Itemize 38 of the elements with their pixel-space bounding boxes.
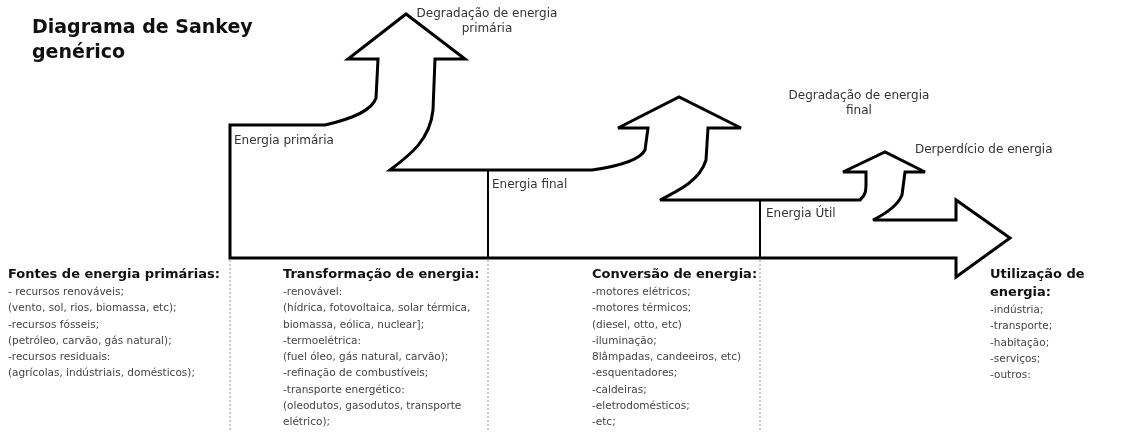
- column-heading: Utilização de energia:: [990, 265, 1086, 301]
- list-item: -recursos fósseis;: [8, 316, 101, 332]
- list-item: -transporte energético:: [283, 381, 406, 397]
- list-item: (agrícolas, indústriais, domésticos);: [8, 365, 196, 381]
- list-item: -esquentadores;: [592, 365, 679, 381]
- list-item: -habitação;: [990, 334, 1051, 350]
- list-item: (vento, sol, rios, biomassa, etc);: [8, 300, 178, 316]
- flow-label: Degradação de energia primária: [415, 6, 559, 36]
- list-item: -recursos residuais:: [8, 349, 112, 365]
- list-item: -transporte;: [990, 318, 1054, 334]
- list-item: (hídrica, fotovoltaica, solar térmica, biomassa, eólica, nuclear];: [283, 300, 472, 332]
- flow-label: Energia primária: [234, 133, 335, 148]
- list-item: -motores elétricos;: [592, 284, 692, 299]
- list-item: -iluminação;: [592, 332, 658, 348]
- list-item: -etc;: [592, 414, 617, 430]
- flow-label: Degradação de energia final: [787, 88, 931, 118]
- list-item: (diesel, otto, etc): [592, 316, 683, 332]
- list-item: -termoelétrica:: [283, 332, 363, 348]
- title: Diagrama de Sankey genérico: [32, 14, 254, 64]
- list-item: -refinação de combustíveis;: [283, 365, 430, 381]
- list-item: (petróleo, carvão, gás natural);: [8, 332, 173, 348]
- list-item: -indústria;: [990, 302, 1045, 317]
- list-item: -serviços;: [990, 350, 1042, 366]
- flow-label: Derperdício de energia: [915, 142, 1054, 157]
- list-item: (fuel óleo, gás natural, carvão);: [283, 349, 450, 365]
- column-heading: Conversão de energia:: [592, 265, 759, 283]
- list-item: - recursos renováveis;: [8, 284, 125, 299]
- flow-label: Energia final: [492, 177, 569, 192]
- flow-label: Energia Útil: [766, 206, 837, 221]
- list-item: -caldeiras;: [592, 381, 648, 397]
- column-heading: Transformação de energia:: [283, 265, 481, 283]
- list-item: -motores térmicos;: [592, 300, 693, 316]
- list-item: 8lâmpadas, candeeiros, etc): [592, 349, 743, 365]
- list-item: -outros:: [990, 367, 1032, 383]
- list-item: -eletrodomésticos;: [592, 398, 691, 414]
- list-item: (oleodutos, gasodutos, transporte elétrico);: [283, 398, 463, 430]
- list-item: -renovável:: [283, 284, 344, 299]
- column-heading: Fontes de energia primárias:: [8, 265, 221, 283]
